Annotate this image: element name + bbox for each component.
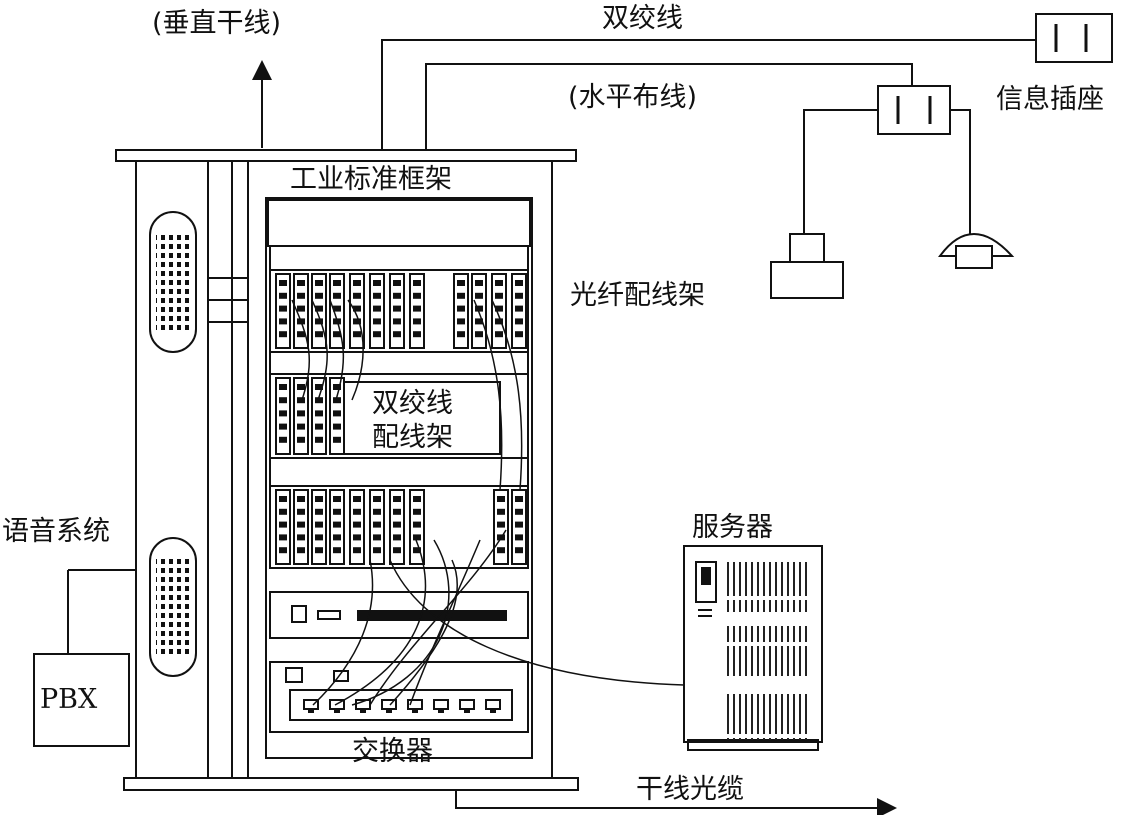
switch-port [407,699,423,713]
port-module [275,377,291,455]
port-module [511,273,527,349]
label-pbx: PBX [40,684,98,715]
label-info-outlet: 信息插座 [996,84,1104,115]
port-module [369,489,385,565]
port-module [293,377,309,455]
label-tp-panel-line1: 双绞线 [372,388,453,419]
port-module [311,273,327,349]
twisted-pair-cable [381,39,1036,150]
port-module [329,489,345,565]
port-module [349,489,365,565]
switch-port [433,699,449,713]
switch-port [381,699,397,713]
label-server: 服务器 [692,512,773,543]
horizontal-cable [425,63,913,150]
port-module [491,273,507,349]
port-module [511,489,527,565]
rack-frame [265,197,533,759]
switch-port [485,699,501,713]
port-module [369,273,385,349]
label-rack: 工业标准框架 [290,164,452,195]
info-outlet-upper [1035,13,1113,63]
label-fiber-patch-panel: 光纤配线架 [570,280,705,311]
label-trunk-fiber: 干线光缆 [636,774,744,805]
network-switch [269,661,529,733]
port-module [349,273,365,349]
computer-monitor [789,233,825,263]
label-twisted-pair: 双绞线 [602,3,683,34]
port-module [409,273,425,349]
port-module [311,377,327,455]
port-module [275,273,291,349]
port-module [311,489,327,565]
info-outlet-lower [877,85,951,135]
cabinet-bottom-plate [123,777,579,791]
label-tp-panel-line2: 配线架 [372,422,453,453]
router-unit [269,591,529,639]
port-module [389,489,405,565]
computer-base [770,261,844,299]
port-module [389,273,405,349]
port-module [293,489,309,565]
port-module [493,489,509,565]
trunk-fiber-arrow [455,790,897,815]
cabinet-body [135,160,553,779]
patch-panel-lower [269,457,529,569]
patch-cords [291,299,685,706]
switch-port [459,699,475,713]
port-module [329,377,345,455]
label-switch: 交换器 [352,736,433,767]
label-voice-system: 语音系统 [2,516,110,547]
pbx-box [33,653,130,747]
switch-port [303,699,319,713]
label-vertical-trunk: (垂直干线) [152,8,282,39]
port-module [293,273,309,349]
port-module [409,489,425,565]
cabinet-top-plate [115,149,577,162]
port-module [453,273,469,349]
port-module [275,489,291,565]
label-horizontal-cabling: (水平布线) [568,82,698,113]
